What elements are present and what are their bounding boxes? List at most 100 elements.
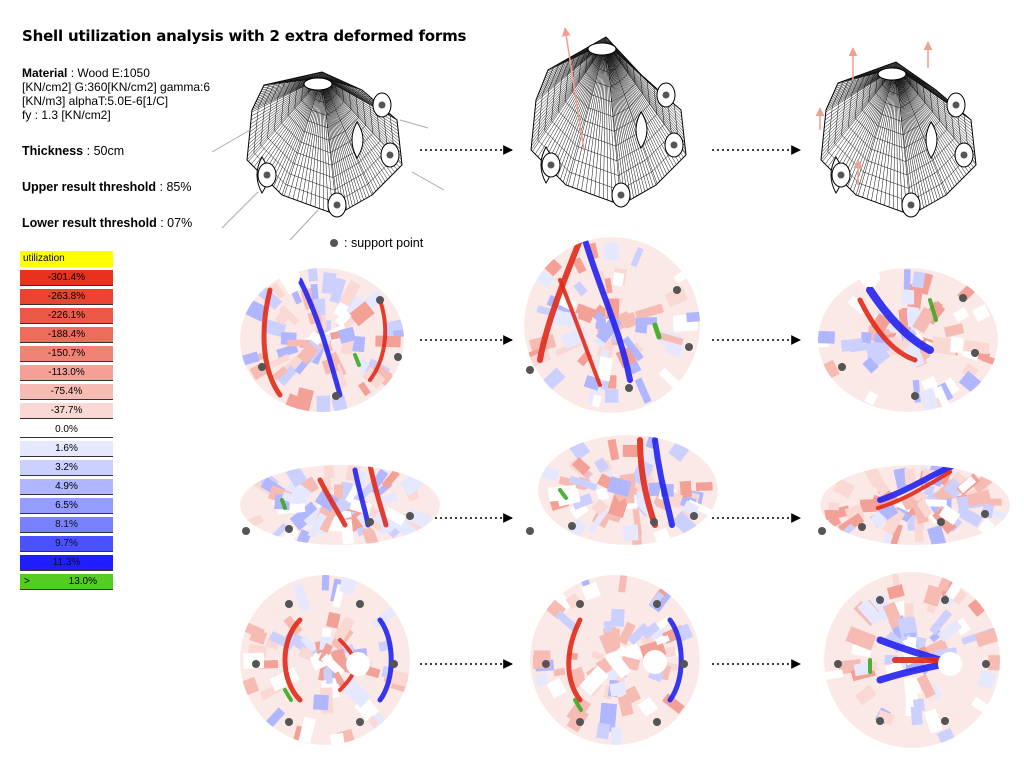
mesh-line — [893, 67, 897, 209]
mesh-line — [567, 42, 607, 186]
mesh-line — [530, 42, 607, 151]
util-patch — [285, 465, 308, 488]
util-patch — [339, 279, 361, 307]
mesh-line — [247, 77, 323, 157]
mesh-line — [321, 77, 367, 199]
util-patch — [384, 317, 404, 337]
util-patch — [952, 307, 970, 323]
util-view-top-deformed-2 — [824, 572, 1000, 748]
mesh-line — [895, 67, 941, 199]
support-point — [394, 353, 402, 361]
mesh-line — [836, 67, 897, 176]
blob-fill — [820, 465, 1010, 545]
util-band — [566, 617, 583, 703]
util-patch — [321, 627, 332, 640]
util-patch — [289, 501, 321, 531]
mesh-line — [321, 77, 362, 202]
support-point — [252, 660, 260, 668]
util-patch — [573, 303, 596, 324]
shell-hole — [346, 652, 370, 676]
mesh-line — [895, 67, 938, 200]
util-patch — [963, 340, 990, 355]
support-point — [653, 600, 661, 608]
side-opening — [635, 111, 648, 149]
mesh-line — [605, 42, 654, 187]
util-patch — [912, 306, 936, 334]
support-point-note: : support point — [330, 236, 423, 250]
mesh-line — [895, 67, 919, 212]
util-patch — [612, 272, 625, 287]
mesh-line — [605, 42, 643, 194]
support-point — [680, 660, 688, 668]
blob-fill — [524, 237, 700, 413]
legend-item: 11.3% — [20, 555, 113, 571]
util-patch — [535, 672, 549, 687]
util-band — [558, 278, 602, 387]
util-patch — [897, 616, 916, 639]
mesh-line — [247, 77, 323, 153]
mesh-line — [321, 77, 381, 187]
support-point — [356, 718, 364, 726]
mesh-line — [605, 42, 646, 192]
mesh-line — [540, 42, 607, 160]
util-patch — [621, 311, 638, 329]
load-direction-arrow — [221, 191, 259, 229]
mesh-line — [283, 77, 323, 196]
mesh-ring — [267, 73, 381, 178]
mesh-line — [321, 77, 325, 211]
mesh-line — [888, 67, 897, 208]
mesh-line — [605, 42, 684, 132]
util-patch — [664, 286, 688, 308]
util-band — [652, 322, 662, 340]
support-point — [837, 171, 845, 179]
util-patch — [587, 507, 609, 534]
util-patch — [603, 242, 620, 261]
util-patch — [662, 693, 685, 714]
mesh-line — [264, 77, 323, 179]
mesh-line — [321, 77, 370, 197]
support-point — [285, 718, 293, 726]
util-band — [866, 286, 934, 354]
util-patch — [570, 666, 585, 681]
mesh-line — [895, 67, 944, 197]
support-point-icon — [330, 239, 338, 247]
mesh-ring — [294, 75, 352, 129]
support-point — [858, 523, 866, 531]
util-band — [377, 617, 394, 703]
mesh-line — [855, 67, 897, 196]
util-band — [573, 698, 583, 712]
util-patch — [598, 632, 616, 655]
util-patch — [988, 655, 1000, 671]
mesh-line — [314, 77, 323, 208]
util-patch — [622, 524, 639, 542]
mesh-line — [273, 77, 323, 187]
mesh-line — [581, 42, 607, 191]
mesh-line — [895, 67, 972, 128]
mesh-line — [871, 67, 897, 201]
mesh-line — [895, 67, 974, 139]
util-patch — [622, 444, 638, 458]
support-point — [333, 201, 341, 209]
mesh-line — [895, 67, 973, 131]
util-patch — [634, 303, 665, 321]
mesh-line — [821, 67, 897, 157]
deformation-arrow — [561, 27, 585, 151]
util-patch — [275, 307, 292, 326]
util-patch — [686, 499, 715, 518]
util-patch — [869, 510, 888, 529]
mesh-line — [534, 42, 607, 115]
util-patch — [891, 572, 900, 586]
support-point — [818, 527, 826, 535]
mesh-line — [532, 42, 607, 131]
mesh-line — [321, 77, 329, 212]
util-patch — [929, 609, 953, 635]
mesh-line — [321, 77, 356, 205]
util-patch — [854, 684, 877, 706]
util-patch — [658, 367, 681, 390]
mesh-line — [551, 42, 607, 172]
mesh-line — [605, 42, 648, 190]
support-point — [876, 596, 884, 604]
util-patch — [917, 346, 931, 361]
mesh-line — [256, 77, 323, 170]
